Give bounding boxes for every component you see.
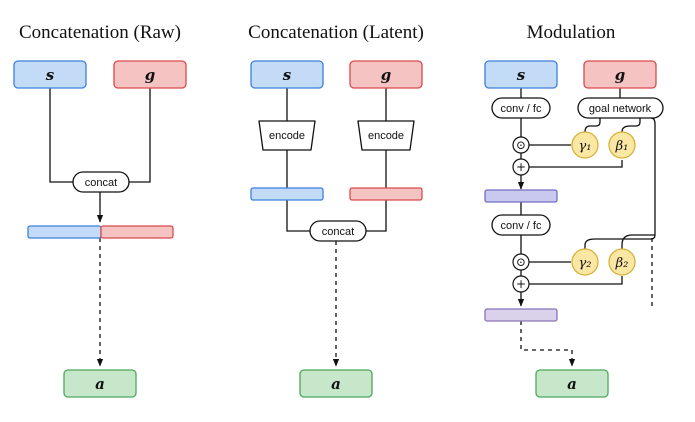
mod-beta1-label: β₁: [615, 139, 629, 154]
mod-layer1-label: conv / fc: [501, 103, 542, 115]
panel-modulation-title: Modulation: [527, 22, 616, 43]
latent-goal-encoder: [357, 120, 415, 151]
raw-concat-goal-part: [100, 225, 174, 239]
mod-add-symbol-1: +: [516, 160, 526, 174]
latent-state-label: s: [283, 66, 292, 84]
latent-action-label: a: [331, 375, 341, 393]
raw-state-line: [49, 88, 75, 183]
raw-state-label: s: [46, 66, 55, 84]
mod-hidden-layer-1: [484, 189, 558, 203]
panel-raw-title: Concatenation (Raw): [19, 22, 181, 43]
mod-gamma1-label: γ₁: [579, 139, 592, 154]
mod-goal-box: [583, 60, 657, 89]
panel-raw: Concatenation (Raw) s g concat a: [13, 22, 187, 398]
latent-state-encoder-label: encode: [269, 130, 305, 142]
mod-beta2-node: [608, 248, 636, 276]
mod-action-box: [535, 369, 609, 398]
mod-trunk-to-beta2: [621, 234, 655, 250]
mod-goal-label: g: [615, 66, 626, 84]
mod-beta1-to-add1: [529, 160, 623, 168]
mod-layer2-node: [491, 214, 551, 236]
raw-concat-state-part: [27, 225, 102, 239]
mod-multiply-symbol-2: ⊙: [516, 255, 526, 269]
raw-concat-label: concat: [85, 177, 117, 189]
raw-goal-box: [113, 60, 187, 89]
latent-goal-embedding: [349, 187, 423, 201]
raw-concat-node: [72, 171, 130, 193]
mod-layer1-node: [491, 97, 551, 119]
mod-action-label: a: [567, 375, 577, 393]
mod-layer2-label: conv / fc: [501, 220, 542, 232]
latent-action-box: [299, 369, 373, 398]
panel-latent: Concatenation (Latent) s g encode encode…: [248, 22, 424, 398]
latent-goal-label: g: [381, 66, 392, 84]
mod-hidden-layer-2: [484, 308, 558, 322]
raw-action-box: [63, 369, 137, 398]
mod-beta2-label: β₂: [615, 256, 629, 271]
mod-multiply-op-2: [512, 253, 530, 271]
latent-concat-node: [309, 220, 367, 242]
latent-goal-encoder-label: encode: [368, 130, 404, 142]
mod-network-to-gamma1: [584, 118, 601, 134]
raw-state-box: [13, 60, 87, 89]
mod-trunk-to-gamma2: [584, 234, 656, 250]
mod-goal-network-node: [577, 97, 664, 119]
latent-state-embedding: [250, 187, 324, 201]
mod-beta2-to-add2: [529, 276, 623, 285]
mod-gamma2-label: γ₂: [579, 256, 592, 271]
mod-state-label: s: [517, 66, 526, 84]
mod-state-box: [484, 60, 558, 89]
mod-multiply-op-1: [512, 136, 530, 154]
latent-state-encoder: [258, 120, 316, 151]
raw-goal-label: g: [145, 66, 156, 84]
mod-network-trunk: [650, 117, 656, 235]
mod-output-arrow: [520, 321, 576, 367]
latent-goal-box: [349, 60, 423, 89]
mod-add-op-2: [512, 275, 530, 293]
mod-gamma2-node: [571, 248, 599, 276]
latent-state-to-concat: [286, 200, 311, 232]
latent-goal-to-concat: [365, 200, 387, 232]
mod-network-to-beta1: [621, 118, 641, 134]
mod-beta1-node: [608, 131, 636, 159]
latent-state-box: [250, 60, 324, 89]
panel-modulation: Modulation s g conv / fc goal ne: [484, 22, 664, 398]
panel-latent-title: Concatenation (Latent): [248, 22, 424, 43]
mod-add-symbol-2: +: [516, 277, 526, 291]
raw-goal-line: [127, 88, 151, 183]
mod-add-op-1: [512, 158, 530, 176]
mod-multiply-symbol-1: ⊙: [516, 138, 526, 152]
mod-goal-network-label: goal network: [589, 103, 652, 115]
latent-concat-label: concat: [322, 226, 354, 238]
raw-action-label: a: [95, 375, 105, 393]
mod-gamma1-node: [571, 131, 599, 159]
